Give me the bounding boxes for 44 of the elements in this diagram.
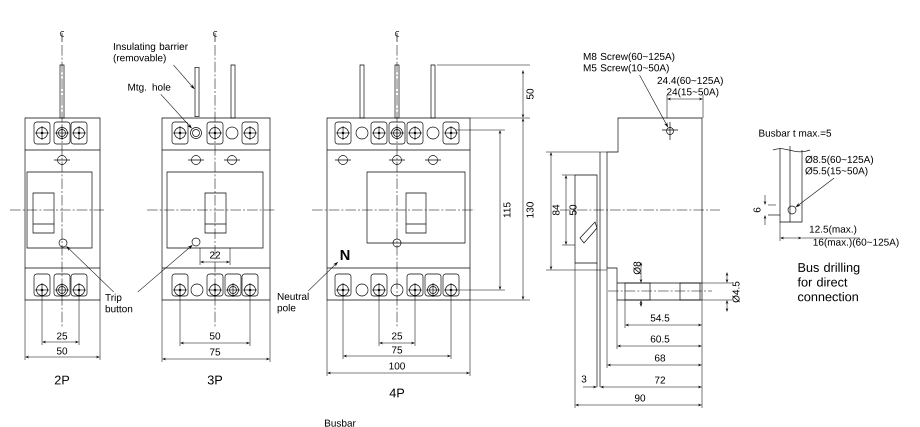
dimension-label: 22 xyxy=(210,252,220,258)
callout-text: M8 Screw(60~125A) M5 Screw(10~50A) xyxy=(584,52,674,74)
hole-marker xyxy=(192,238,200,246)
dimension-label: 54.5 xyxy=(650,314,670,322)
dimension-label: 25 xyxy=(392,332,402,340)
dimension-label: 50 xyxy=(526,88,534,100)
view-caption: 4P xyxy=(390,388,404,398)
dimension-label: 50 xyxy=(569,204,577,216)
pole-marker: N xyxy=(340,250,350,260)
dimension-label: 84 xyxy=(552,204,560,216)
dimension-label: 16(max.)(60~125A) xyxy=(814,238,899,248)
note-text: Bus drilling for direct connection xyxy=(798,262,860,302)
dimension-label: 72 xyxy=(654,376,666,384)
dimension-label: 12.5(max.) xyxy=(810,225,856,235)
callout-text: Mtg. hole xyxy=(128,83,170,93)
hole-marker xyxy=(58,238,68,248)
dimension-label: 115 xyxy=(504,202,510,218)
dimension-label: Ø4.5 xyxy=(732,282,740,302)
note-text: Busbar t max.=5 xyxy=(759,129,832,137)
hole-marker xyxy=(666,127,674,135)
dimension-label: 75 xyxy=(392,346,402,354)
dimension-label: 50 xyxy=(210,332,220,340)
dimension-label: 60.5 xyxy=(650,335,670,343)
hole-marker xyxy=(788,206,796,214)
callout-text: Insulating barrier (removable) xyxy=(114,42,188,64)
dimension-label: 3 xyxy=(582,375,586,383)
hole-marker xyxy=(190,127,202,139)
callout-text: Ø8.5(60~125A) Ø5.5(15~50A) xyxy=(805,156,874,176)
view-caption: 3P xyxy=(208,376,222,384)
dimension-label: 25 xyxy=(56,332,68,340)
dimension-label: 6 xyxy=(753,208,761,212)
dimension-label: 100 xyxy=(389,362,405,370)
insulating-barrier xyxy=(194,67,200,117)
view-caption: 2P xyxy=(54,376,70,384)
dimension-label: Ø8 xyxy=(633,262,641,274)
dimension-label: 24.4(60~125A) 24(15~50A) xyxy=(658,76,723,98)
dimension-label: 130 xyxy=(526,202,534,218)
dimension-label: 50 xyxy=(56,347,68,355)
callout-text: Neutral pole xyxy=(278,292,309,314)
dimension-label: 75 xyxy=(210,348,220,356)
dimension-label: 90 xyxy=(634,394,646,402)
note-text: Busbar xyxy=(324,419,356,427)
dimension-label: 68 xyxy=(654,354,666,362)
callout-text: Trip button xyxy=(105,294,132,312)
